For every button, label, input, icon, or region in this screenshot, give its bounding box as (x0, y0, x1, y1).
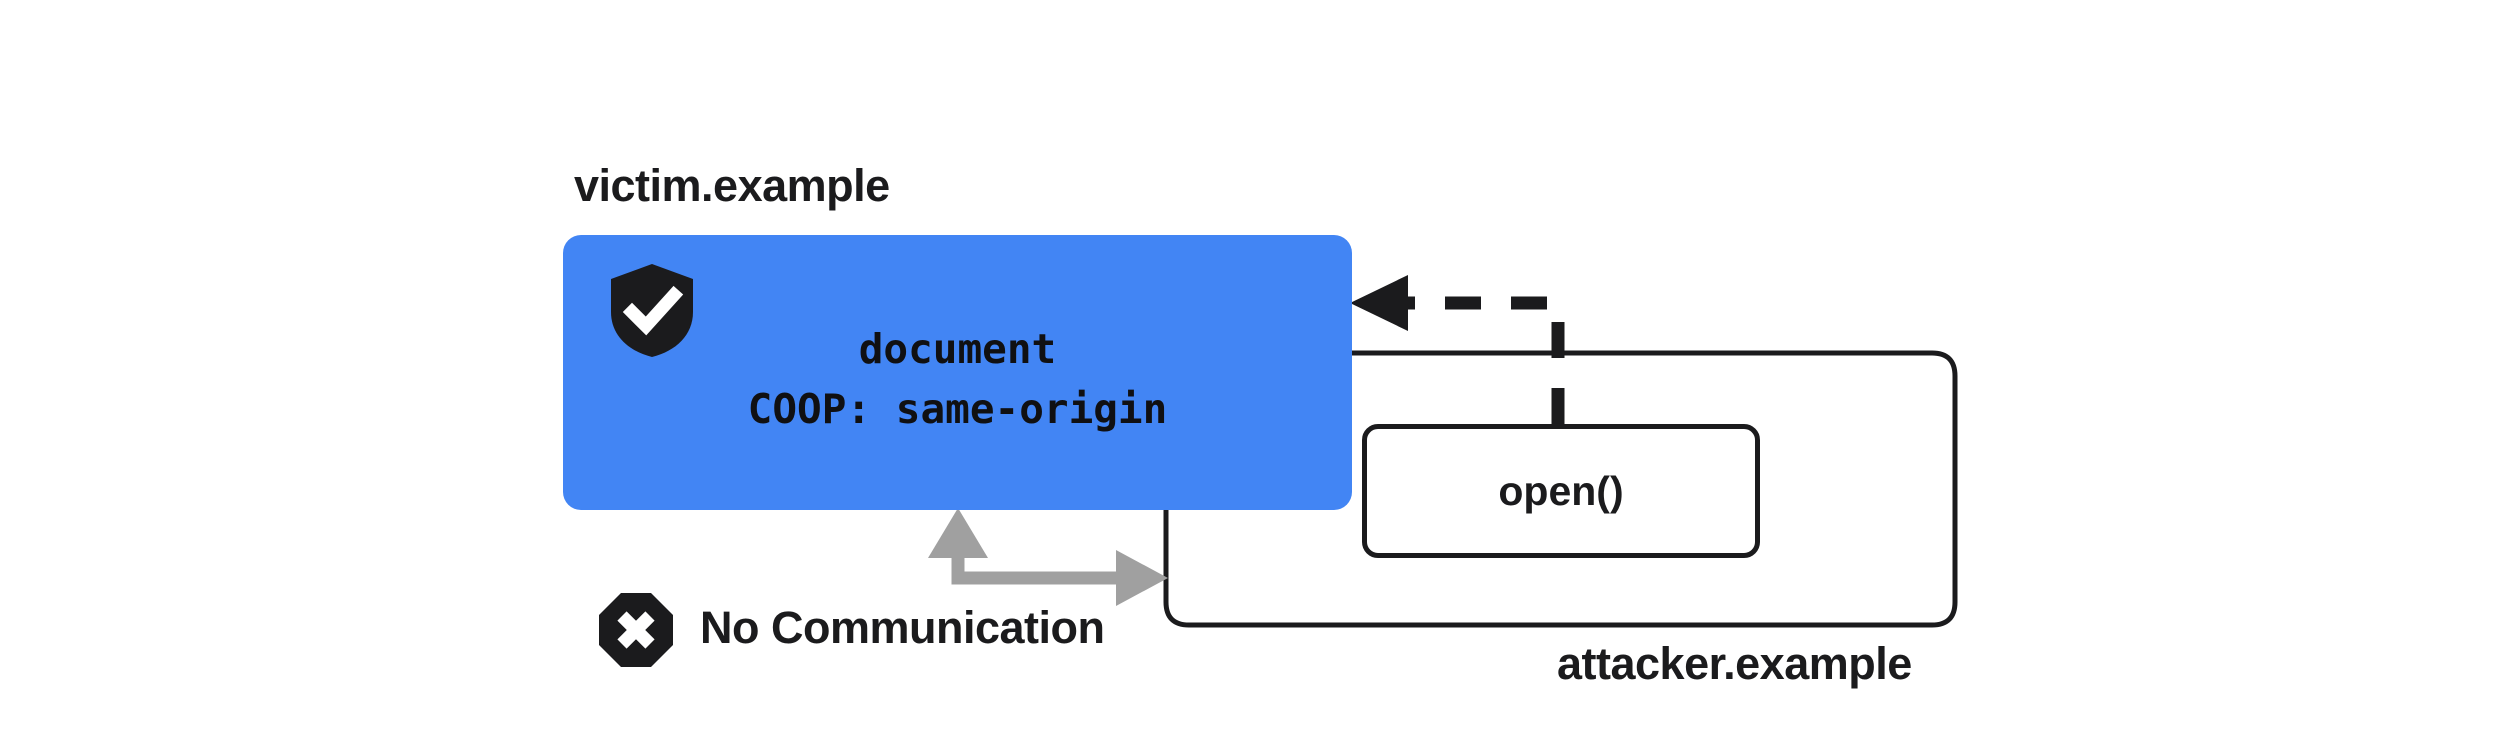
victim-document-box (563, 235, 1352, 510)
shield-check-icon (611, 264, 693, 357)
opener-arrowhead (1350, 275, 1408, 331)
no-communication-arrowhead-right (1116, 550, 1168, 606)
no-communication-arrowhead-up (928, 508, 988, 558)
victim-document-box-text: document COOP: same-origin (563, 235, 1352, 510)
victim-document-line-2: COOP: same-origin (747, 384, 1168, 433)
octagon-x-icon (599, 593, 673, 667)
attacker-origin-label: attacker.example (1557, 638, 1912, 689)
open-call-label: open() (1498, 467, 1624, 514)
opener-dashed-line (1400, 296, 1565, 424)
attacker-container-outline (1163, 350, 1958, 628)
victim-origin-label: victim.example (574, 160, 890, 211)
victim-document-line-1: document (858, 325, 1057, 374)
open-call-box: open() (1362, 424, 1760, 558)
no-communication-label: No Communication (700, 602, 1105, 653)
